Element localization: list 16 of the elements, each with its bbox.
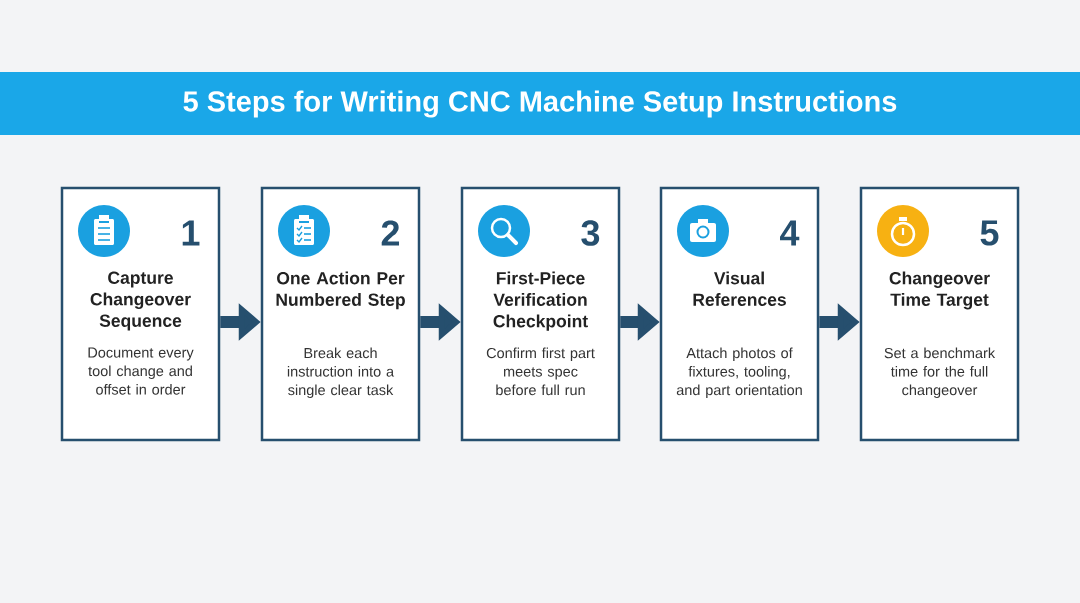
step-description: Document every tool change and offset in order (88, 347, 194, 395)
step-description: Set a benchmark time for the full changeover (884, 347, 996, 399)
step-heading: Capture Changeover Sequence (90, 271, 191, 331)
step-number: 2 (381, 220, 399, 246)
step-number: 1 (182, 220, 200, 246)
step-number: 4 (780, 220, 800, 246)
step-number: 3 (581, 220, 600, 246)
step-number: 5 (980, 220, 999, 246)
step-description: Attach photos of fixtures, tooling, and part orientation (676, 347, 802, 399)
step-heading: Changeover Time Target (889, 271, 990, 310)
step-description: Confirm first part meets spec before full run (486, 347, 595, 396)
step-heading: Visual References (693, 271, 786, 306)
step-heading: First-Piece Verification Checkpoint (493, 271, 588, 331)
title-banner: 5 Steps for Writing CNC Machine Setup Instructions (0, 72, 1080, 135)
step-heading: One Action Per Numbered Step (276, 271, 405, 310)
step-description: Break each instruction into a single clear task (287, 347, 395, 399)
